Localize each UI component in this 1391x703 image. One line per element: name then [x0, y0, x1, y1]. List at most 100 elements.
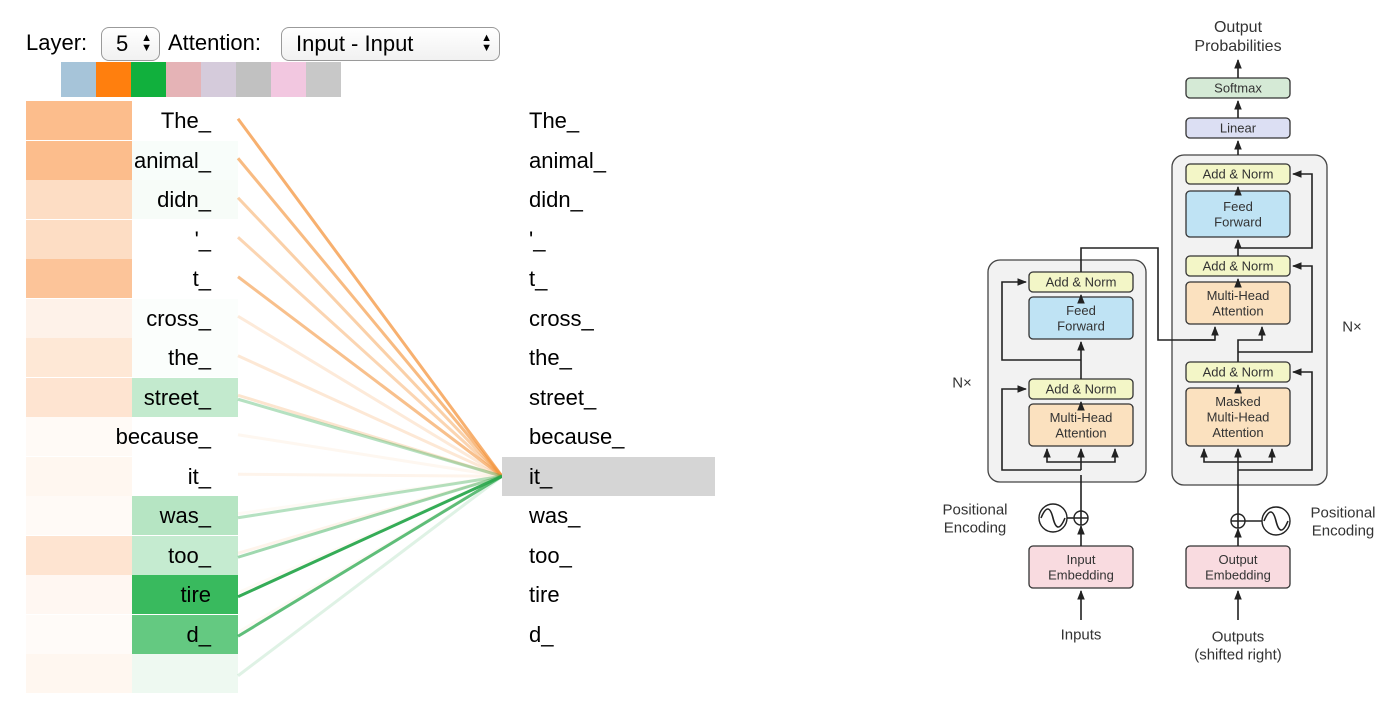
attention-cell-orange	[26, 456, 132, 496]
attention-cell-orange	[26, 654, 132, 693]
plus-icon	[1074, 511, 1088, 525]
source-token[interactable]: t_	[192, 266, 211, 291]
arrow	[1081, 448, 1119, 463]
inputs-label: Inputs	[1061, 626, 1102, 643]
head-swatch[interactable]	[271, 62, 306, 97]
residual-arrow	[1238, 170, 1313, 249]
source-token[interactable]: too_	[168, 542, 211, 568]
decoder-add-norm-top	[1185, 163, 1291, 185]
target-token[interactable]: cross_	[529, 305, 594, 331]
layer-select-value: 5	[116, 31, 129, 56]
decoder-add-norm-top-label: Add & Norm	[1203, 167, 1274, 182]
linear-block-label: Linear	[1220, 121, 1257, 136]
head-swatch[interactable]	[131, 62, 166, 97]
arrow	[1237, 326, 1266, 362]
attention-select-value: Input - Input	[296, 31, 414, 56]
head-swatch[interactable]	[96, 62, 131, 97]
target-token[interactable]: '_	[529, 226, 546, 252]
attention-cell-orange	[26, 338, 132, 377]
selected-token-highlight	[502, 456, 715, 496]
target-token[interactable]: because_	[529, 424, 625, 449]
residual-arrow	[1238, 262, 1313, 353]
sine-wave-icon	[1040, 508, 1066, 528]
attention-cell-orange	[26, 417, 132, 456]
source-token[interactable]: street_	[143, 384, 211, 410]
residual-arrow	[1238, 368, 1313, 471]
sine-wave-icon	[1263, 511, 1289, 531]
attention-cell-orange	[26, 377, 132, 417]
source-token[interactable]: The_	[160, 108, 211, 133]
arrow	[1200, 448, 1238, 463]
target-token[interactable]: The_	[529, 108, 580, 133]
source-token[interactable]: it_	[187, 463, 211, 489]
head-swatch[interactable]	[61, 62, 96, 97]
encoder-nx-label: N×	[952, 374, 972, 391]
layer-label: Layer:	[26, 30, 88, 55]
source-token[interactable]: tire	[180, 582, 211, 607]
attention-cell-orange	[26, 535, 132, 575]
attention-cell-orange	[26, 298, 132, 338]
softmax-block-label: Softmax	[1214, 81, 1262, 96]
target-token[interactable]: t_	[529, 266, 548, 291]
source-token[interactable]: the_	[168, 345, 211, 370]
source-token[interactable]: didn_	[157, 187, 211, 212]
target-token[interactable]: tire	[529, 582, 560, 607]
layer-select[interactable]: 5 ▲▼	[101, 27, 160, 61]
target-token[interactable]: animal_	[529, 147, 607, 173]
residual-arrow	[1001, 278, 1081, 361]
attention-select[interactable]: Input - Input ▲▼	[281, 27, 500, 61]
encoder-to-decoder	[1080, 247, 1219, 341]
head-swatch[interactable]	[166, 62, 201, 97]
attention-cell-green	[132, 496, 238, 535]
target-token[interactable]: street_	[529, 384, 597, 410]
select-arrows-icon: ▲▼	[481, 32, 492, 54]
attention-cell-orange	[26, 140, 132, 180]
outputs-label: Outputs(shifted right)	[1194, 628, 1282, 663]
target-token[interactable]: was_	[529, 503, 581, 528]
target-token[interactable]: too_	[529, 542, 572, 568]
attention-cell-green	[132, 575, 238, 614]
attention-cell-green	[132, 180, 238, 219]
target-token[interactable]: the_	[529, 345, 572, 370]
head-swatch[interactable]	[201, 62, 236, 97]
decoder-add-norm-bottom-label: Add & Norm	[1203, 365, 1274, 380]
attention-cell-green	[132, 654, 238, 693]
head-swatch[interactable]	[236, 62, 271, 97]
attention-cell-orange	[26, 259, 132, 298]
source-token[interactable]: d_	[186, 621, 211, 647]
source-token[interactable]: cross_	[146, 305, 211, 331]
target-token[interactable]: it_	[529, 463, 553, 489]
source-token[interactable]: '_	[194, 226, 211, 252]
source-token[interactable]: was_	[159, 503, 211, 528]
attention-cell-orange	[26, 496, 132, 535]
encoder-stack	[987, 259, 1147, 483]
encoder-add-norm-bottom-label: Add & Norm	[1046, 382, 1117, 397]
target-token[interactable]: didn_	[529, 187, 583, 212]
attention-cell-green	[132, 614, 238, 654]
source-token[interactable]: because_	[115, 424, 211, 449]
attention-cell-green	[132, 535, 238, 575]
decoder-add-norm-mid-label: Add & Norm	[1203, 259, 1274, 274]
select-arrows-icon: ▲▼	[141, 32, 152, 54]
attention-cell-green	[132, 377, 238, 417]
arrow	[1043, 448, 1081, 463]
residual-arrow	[1001, 385, 1081, 471]
target-token[interactable]: d_	[529, 621, 554, 647]
arrow	[1238, 448, 1276, 463]
attention-cell-orange	[26, 575, 132, 614]
source-token[interactable]: animal_	[133, 147, 211, 173]
attention-cell-orange	[26, 180, 132, 219]
attention-label: Attention:	[168, 30, 261, 55]
head-swatch[interactable]	[306, 62, 341, 97]
